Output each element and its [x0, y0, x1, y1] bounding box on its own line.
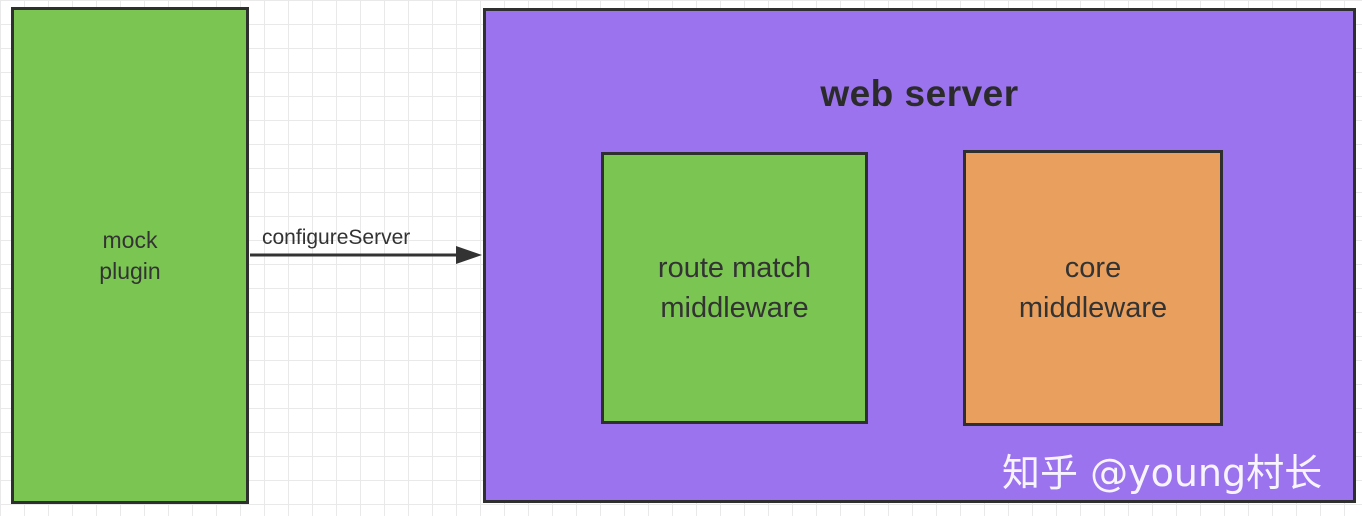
mock-plugin-box: mock plugin: [11, 7, 249, 504]
route-match-label-line2: middleware: [660, 292, 809, 324]
web-server-title: web server: [820, 73, 1019, 114]
route-match-label-line1: route match: [657, 252, 812, 284]
watermark-text: 知乎 @young村长: [1002, 451, 1323, 495]
core-label-line1: core: [1064, 252, 1122, 284]
mock-plugin-label-line2: plugin: [99, 257, 161, 284]
core-label-line2: middleware: [1018, 292, 1168, 324]
configure-server-label: configureServer: [262, 226, 411, 249]
mock-plugin-label-line1: mock: [102, 226, 158, 253]
arrow-head: [456, 246, 482, 264]
core-middleware-box: core middleware: [963, 150, 1223, 426]
route-match-middleware-box: route match middleware: [601, 152, 868, 424]
